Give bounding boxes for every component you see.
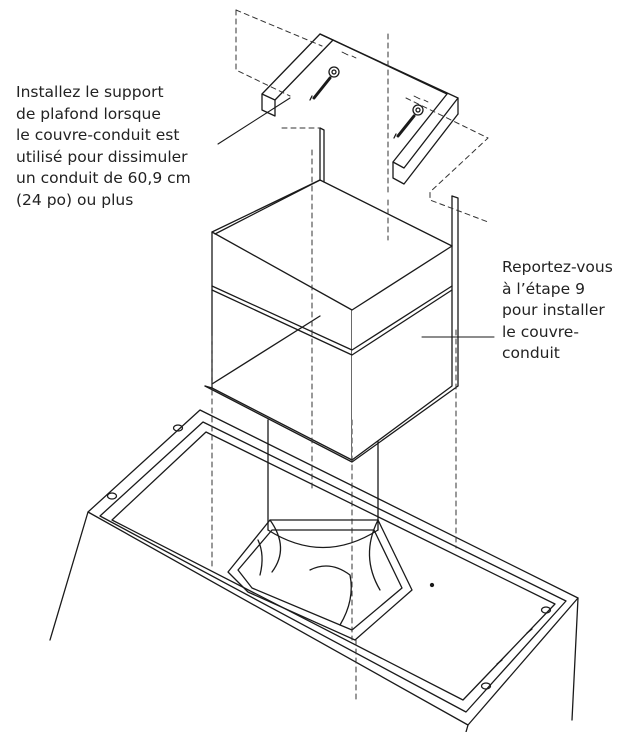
callout-line: (24 po) ou plus bbox=[16, 190, 134, 209]
callout-line: conduit bbox=[502, 344, 560, 362]
duct-cover-lower bbox=[204, 179, 459, 463]
dashed-guides bbox=[211, 9, 489, 701]
callout-line: Reportez-vous bbox=[502, 258, 613, 276]
callout-line: utilisé pour dissimuler bbox=[16, 147, 188, 166]
callout-line: à l’étape 9 bbox=[502, 279, 585, 298]
callout-line: Installez le support bbox=[16, 83, 164, 101]
duct-flange bbox=[227, 519, 413, 641]
screw-icon bbox=[309, 76, 332, 101]
callout-line: un conduit de 60,9 cm bbox=[16, 169, 191, 187]
callout-line: le couvre-conduit est bbox=[16, 126, 180, 144]
duct-cover-upper bbox=[211, 127, 459, 387]
leader-ceiling-support bbox=[217, 97, 291, 145]
callout-line: le couvre- bbox=[502, 322, 579, 341]
callout-line: pour installer bbox=[502, 301, 605, 319]
screw-icon bbox=[393, 114, 416, 139]
callout-line: de plafond lorsque bbox=[16, 104, 161, 123]
hood-body bbox=[49, 409, 579, 732]
ceiling-support-callout: Installez le support de plafond lorsque … bbox=[16, 82, 191, 211]
duct-cover-callout: Reportez-vous à l’étape 9 pour installer… bbox=[502, 257, 613, 365]
leader-lines bbox=[217, 97, 495, 338]
ceiling-support-bracket bbox=[261, 33, 459, 185]
